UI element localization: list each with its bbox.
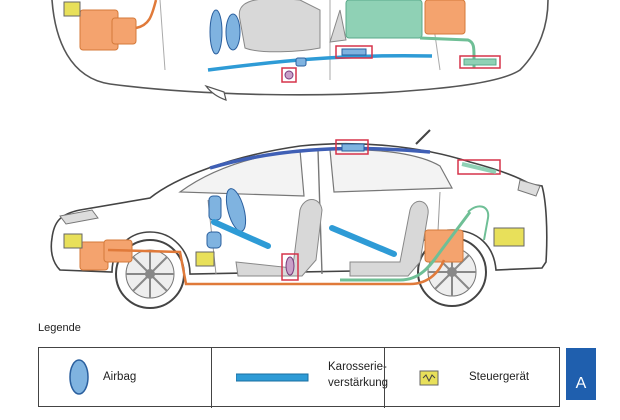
side-view-roof-reinforcement <box>209 146 431 170</box>
side-view-seatbelt-marker <box>281 253 299 281</box>
top-view-hv-component-front-2 <box>111 17 137 45</box>
top-view-seatbelt-pretensioner <box>284 70 294 80</box>
top-view-body-outline <box>51 0 549 96</box>
page-tab: A <box>566 348 596 400</box>
side-view <box>50 129 548 309</box>
airbag-icon <box>69 359 89 395</box>
vehicle-rescue-diagram <box>50 0 549 309</box>
top-view-airbag-2 <box>225 13 241 51</box>
side-view-rear-hatch-marker <box>457 159 501 175</box>
side-view-control-unit-center <box>195 251 215 267</box>
top-view-control-unit <box>63 1 81 17</box>
side-view-roof-marker-inner <box>341 143 365 152</box>
legend-divider <box>211 348 212 408</box>
top-view-seatbelt-marker <box>281 67 297 83</box>
top-view-seat-rear <box>329 9 347 43</box>
top-view-reinforcement-marker <box>335 45 373 59</box>
side-view-cooling-line <box>340 211 472 282</box>
side-view-control-unit-front <box>63 233 83 249</box>
legend-item-airbag: Airbag <box>39 348 211 408</box>
top-view-reinforcement-marker-inner <box>341 48 367 56</box>
side-view-antenna <box>415 129 431 145</box>
side-view-fuel-tank-outline <box>467 205 490 241</box>
top-view <box>51 0 549 101</box>
top-view-mirror <box>204 84 227 101</box>
side-view-front-wheel <box>115 239 185 309</box>
top-view-inverter <box>345 0 423 39</box>
legend-divider <box>384 348 385 408</box>
top-view-hv-cable-front <box>135 0 158 30</box>
top-view-small-pad <box>295 57 307 67</box>
top-view-rear-reinforcement <box>463 58 497 66</box>
control-unit-icon <box>419 370 439 386</box>
side-view-dash-airbag <box>206 231 222 249</box>
side-view-rear-hatch-reinforcement <box>461 162 497 174</box>
side-view-roof-marker <box>335 139 369 155</box>
top-view-hv-battery-rear <box>424 0 466 35</box>
side-view-rear-seat <box>349 200 429 277</box>
legend-label-control-unit: Steuergerät <box>469 371 530 383</box>
side-view-knee-airbag <box>208 195 222 221</box>
side-view-front-seat <box>235 199 323 277</box>
legend-item-reinforcement: Karosserie- verstärkung <box>212 348 388 408</box>
top-view-reinforcement-rail <box>207 53 433 72</box>
legend: Airbag Karosserie- verstärkung Steuerger… <box>38 347 560 408</box>
legend-item-control-unit: Steuergerät <box>385 348 559 408</box>
side-view-reinforcement-front <box>211 219 271 249</box>
body-reinforcement-icon <box>236 373 309 382</box>
side-view-headlight <box>59 209 99 225</box>
legend-title: Legende <box>38 322 81 334</box>
side-view-taillight <box>517 179 541 197</box>
side-view-control-unit-rear <box>493 227 525 247</box>
side-view-hv-cable <box>107 248 446 286</box>
top-view-rear-marker <box>459 55 501 69</box>
legend-label-reinforcement-1: Karosserie- <box>328 361 387 373</box>
top-view-airbag-1 <box>209 9 223 55</box>
side-view-seatbelt-pretensioner <box>285 256 295 276</box>
legend-label-airbag: Airbag <box>103 371 137 383</box>
legend-label-reinforcement-2: verstärkung <box>328 377 389 389</box>
side-view-reinforcement-rear <box>329 225 397 257</box>
top-view-seat-front <box>238 0 321 53</box>
